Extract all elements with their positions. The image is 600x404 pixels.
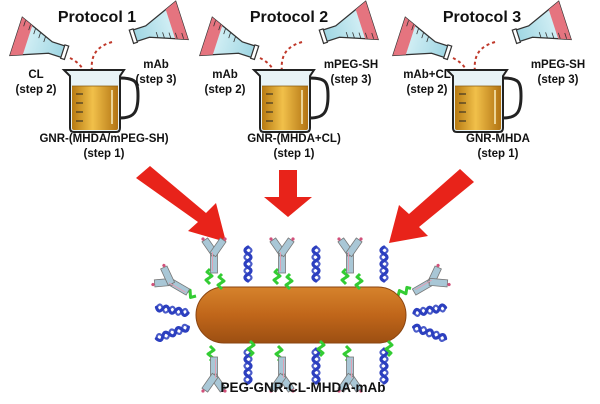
protocol-2-product-step: (step 1) [274,148,315,160]
protocol-2-product: GNR-(MHDA+CL) [247,133,341,145]
red-arrow-icon-center [264,170,312,217]
flask-icon-right [318,0,379,45]
protocol-3-left-reagent: mAb+CL [403,69,451,81]
peg-coil-icon-5 [379,245,389,283]
protocol-2-right-reagent: mPEG-SH [324,59,378,71]
flask-icon-right [128,0,189,45]
gold-nanorod-icon [195,286,407,344]
protocol-1-title: Protocol 1 [58,9,136,26]
protocol-1-left-reagent: CL [28,69,43,81]
peg-coil-icon-11 [379,347,389,385]
surface-linker-4 [316,339,326,358]
cl-linker-14 [396,285,412,297]
peg-coil-icon-left-end [154,303,190,317]
surface-linker-1 [284,272,294,291]
peg-coil-icon-3 [311,245,321,283]
protocol-3-product: GNR-MHDA [466,133,530,145]
protocol-1-left-step: (step 2) [16,84,57,96]
cl-linker-2 [272,267,282,286]
beaker-icon [251,69,330,133]
peg-coil-icon-13 [154,323,190,343]
antibody-icon-14 [411,263,451,296]
surface-linker-3 [246,339,256,358]
red-arrow-icon-right [389,169,474,243]
cl-linker-4 [340,267,350,286]
antibody-icon-4 [337,237,363,274]
flask-icon-right [511,0,572,45]
peg-coil-icon-right-end [412,303,448,317]
protocol-2-left-step: (step 2) [205,84,246,96]
protocol-3-right-reagent: mPEG-SH [531,59,585,71]
antibody-icon-2 [269,237,295,274]
flask-icon-left [199,16,260,61]
protocol-2-right-step: (step 3) [331,74,372,86]
antibody-icon-8 [269,356,295,393]
surface-linker-0 [216,272,226,291]
protocol-2-setup [199,0,379,133]
peg-coil-icon-1 [243,245,253,283]
protocol-1-setup [9,0,189,133]
protocol-3-right-step: (step 3) [538,74,579,86]
antibody-icon-6 [201,356,227,393]
antibody-icon-12 [151,263,191,296]
peg-coil-icon-7 [243,347,253,385]
peg-coil-icon-9 [311,347,321,385]
protocol-3-title: Protocol 3 [443,9,521,26]
protocol-1-right-step: (step 3) [136,74,177,86]
surface-linker-5 [384,339,394,358]
surface-linker-2 [354,272,364,291]
protocol-2-left-reagent: mAb [212,69,238,81]
final-product-label: PEG-GNR-CL-MHDA-mAb [221,380,386,395]
protocol-3-setup [392,0,572,133]
peg-gnr-conjugate [151,237,451,393]
flask-icon-left [392,16,453,61]
protocol-1-right-reagent: mAb [143,59,169,71]
red-arrow-icon-left [136,166,226,242]
beaker-icon [61,69,140,133]
protocol-2-title: Protocol 2 [250,9,328,26]
protocol-3-product-step: (step 1) [478,148,519,160]
antibody-icon-10 [337,356,363,393]
protocol-1-product: GNR-(MHDA/mPEG-SH) [39,133,168,145]
cl-linker-0 [204,267,214,286]
protocol-1-product-step: (step 1) [84,148,125,160]
flask-icon-left [9,16,70,61]
beaker-icon [444,69,523,133]
peg-coil-icon-15 [412,323,448,342]
protocol-3-left-step: (step 2) [407,84,448,96]
antibody-icon-0 [201,237,227,274]
